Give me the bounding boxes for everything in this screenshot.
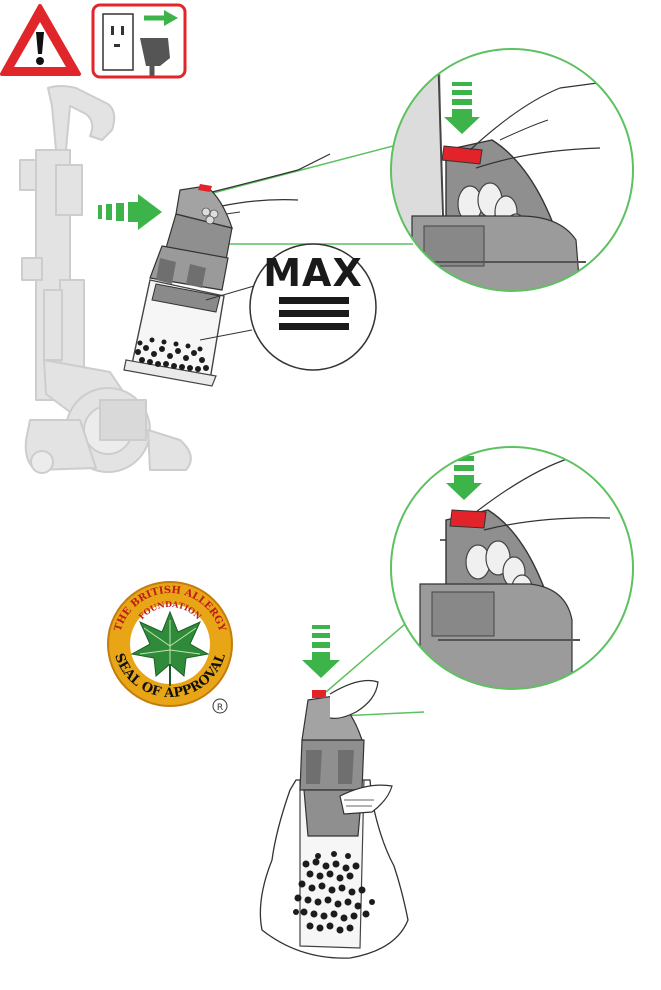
warning-triangle-icon [2, 6, 79, 74]
registered-mark: R [217, 703, 223, 713]
remove-bin-arrow-icon [98, 194, 162, 230]
push-down-arrow-icon [302, 625, 340, 678]
zoom-detail-release-top [391, 49, 633, 291]
unplug-socket-icon [93, 5, 185, 77]
empty-bin-into-bag [260, 625, 408, 958]
seal-of-approval: THE BRITISH ALLERGY FOUNDATION SEAL OF A… [108, 582, 232, 713]
zoom-detail-release-bottom [326, 447, 633, 716]
max-label: MAX [263, 251, 363, 295]
